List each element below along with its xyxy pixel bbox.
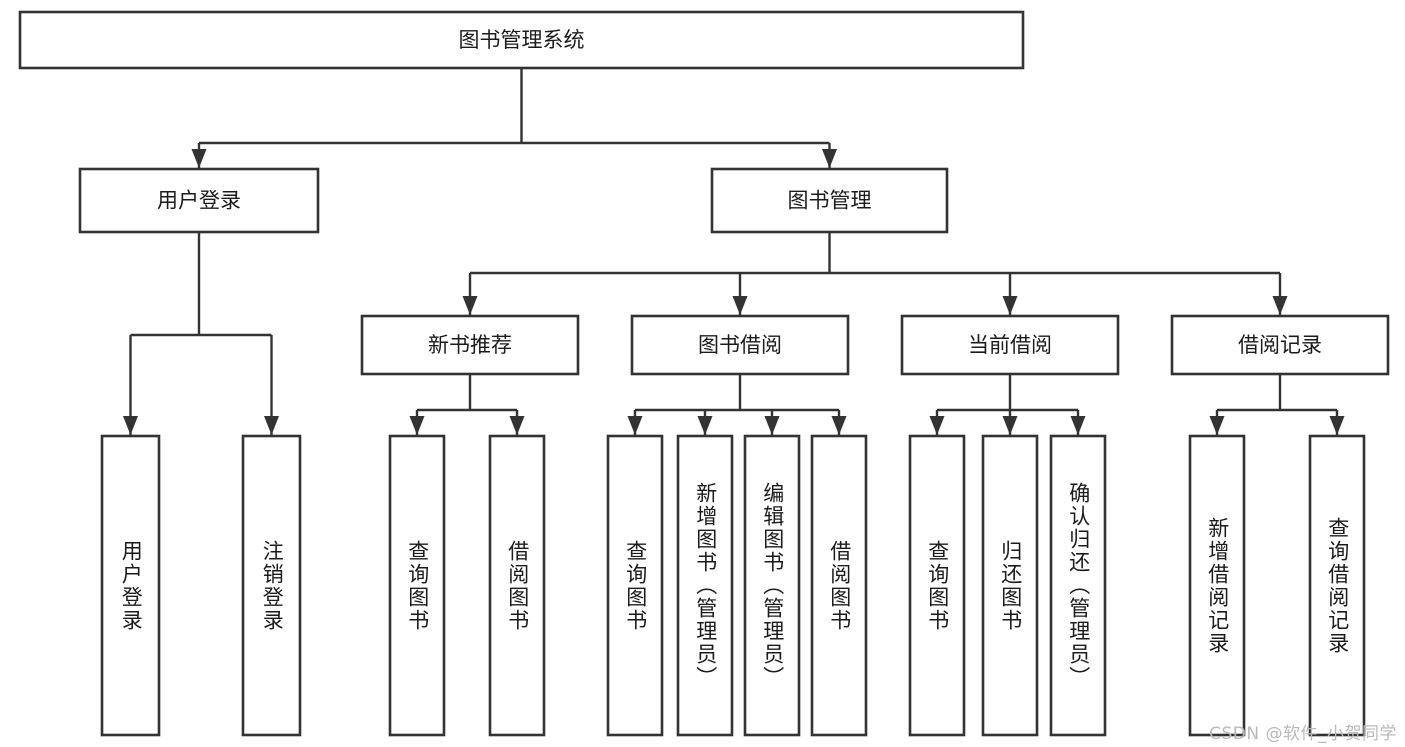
- node-box-leaf-query-book-2[interactable]: [606, 434, 664, 737]
- node-label-new-book-recommend: 新书推荐: [428, 333, 512, 357]
- node-box-leaf-edit-book[interactable]: [743, 434, 801, 737]
- node-label-leaf-query-record: 查询借阅记录: [1325, 516, 1350, 655]
- node-box-leaf-logout-login[interactable]: [241, 434, 302, 737]
- node-box-book-borrow[interactable]: [630, 314, 850, 376]
- node-box-user-login[interactable]: [78, 167, 320, 234]
- node-box-leaf-confirm-return[interactable]: [1049, 434, 1107, 737]
- node-box-leaf-borrow-book-2[interactable]: [810, 434, 868, 737]
- node-box-leaf-return-book[interactable]: [981, 434, 1039, 737]
- node-box-root[interactable]: [18, 10, 1025, 70]
- node-label-leaf-borrow-book-2: 借阅图书: [827, 539, 852, 632]
- node-box-leaf-borrow-book-1[interactable]: [488, 434, 546, 737]
- node-box-leaf-query-book-3[interactable]: [908, 434, 966, 737]
- node-label-borrow-record: 借阅记录: [1238, 333, 1322, 357]
- node-box-current-borrow[interactable]: [900, 314, 1120, 376]
- node-label-leaf-edit-book: 编辑图书（管理员）: [760, 482, 785, 689]
- node-label-leaf-logout-login: 注销登录: [260, 539, 285, 632]
- node-box-borrow-record[interactable]: [1170, 314, 1390, 376]
- node-label-leaf-query-book-2: 查询图书: [623, 539, 648, 632]
- node-label-book-manage: 图书管理: [788, 189, 872, 213]
- connector-edges: [123, 68, 1345, 435]
- node-boxes: [18, 10, 1390, 737]
- node-label-leaf-return-book: 归还图书: [998, 539, 1023, 632]
- node-label-leaf-confirm-return: 确认归还（管理员）: [1066, 482, 1091, 689]
- node-box-leaf-query-record[interactable]: [1308, 434, 1366, 737]
- node-label-leaf-user-login: 用户登录: [119, 539, 144, 632]
- node-label-current-borrow: 当前借阅: [968, 333, 1052, 357]
- node-box-leaf-user-login[interactable]: [100, 434, 161, 737]
- node-box-leaf-query-book-1[interactable]: [388, 434, 446, 737]
- node-label-user-login: 用户登录: [157, 189, 241, 213]
- node-box-leaf-add-book[interactable]: [676, 434, 734, 737]
- node-label-leaf-borrow-book-1: 借阅图书: [505, 539, 530, 632]
- node-box-new-book-recommend[interactable]: [360, 314, 580, 376]
- node-label-leaf-query-book-3: 查询图书: [925, 539, 950, 632]
- node-box-leaf-add-record[interactable]: [1188, 434, 1246, 737]
- node-label-leaf-add-book: 新增图书（管理员）: [693, 482, 718, 689]
- node-box-book-manage[interactable]: [710, 167, 949, 234]
- node-label-book-borrow: 图书借阅: [698, 333, 782, 357]
- node-label-root: 图书管理系统: [459, 28, 585, 52]
- node-label-leaf-add-record: 新增借阅记录: [1205, 516, 1230, 655]
- node-label-leaf-query-book-1: 查询图书: [405, 539, 430, 632]
- csdn-watermark: CSDN @软件_小贺同学: [1209, 724, 1397, 744]
